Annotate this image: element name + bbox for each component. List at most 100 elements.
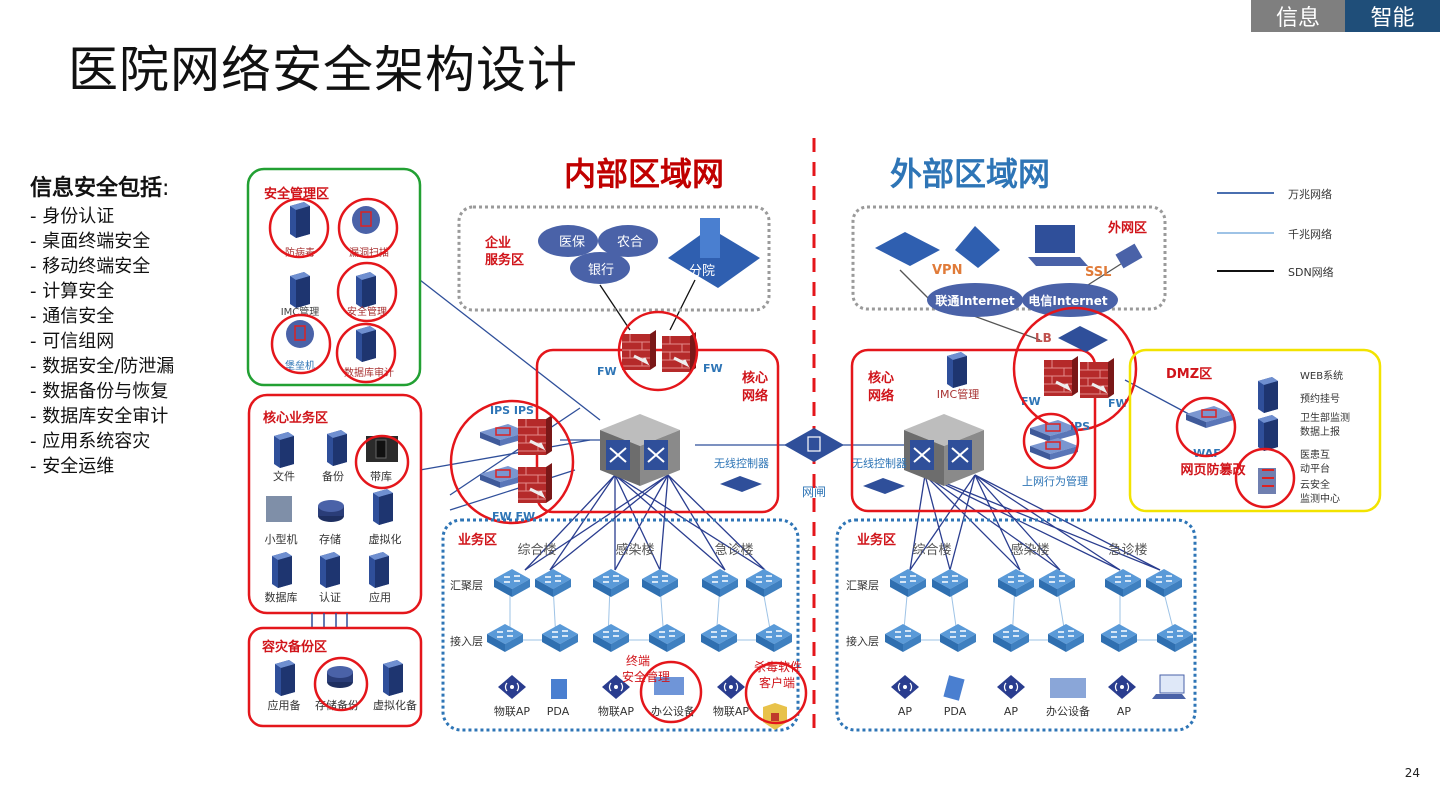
device-label: 虚拟化 [369,532,402,546]
list-item: - 数据安全/防泄漏 [30,356,175,377]
legend: 万兆网络 千兆网络 SDN网络 [1217,187,1334,279]
ssl-label: SSL [1085,265,1111,280]
list-item: - 身份认证 [30,206,115,227]
endpoint-label: 办公设备 [1046,704,1090,718]
dmz-service-label: 预约挂号 [1300,392,1340,405]
internal-network-title: 内部区域网 [564,155,724,193]
waf-label: WAF [1193,447,1221,460]
device-label: 文件 [273,469,295,483]
isp-label: 联通Internet [935,293,1014,308]
list-item: - 移动终端安全 [30,256,151,277]
gatekeeper-device: 网闸 [784,428,844,499]
load-balancer-icon [1058,326,1108,352]
endpoint-label: 物联AP [713,704,750,718]
building-label: 综合楼 [517,543,556,558]
layer-label: 汇聚层 [846,579,879,592]
cloud-label: 医保 [559,235,585,250]
endpoint-label: AP [1004,705,1019,718]
info-heading-text: 信息安全包括 [30,176,163,201]
internal-business-zone: 业务区 综合楼 感染楼 急诊楼 汇聚层 接入层 物联AP PDA 物联AP 办公… [441,518,808,732]
device-label: 小型机 [265,532,298,546]
device-label: 应用 [369,590,391,604]
enterprise-service-zone: 企业 服务区 医保 农合 银行 分院 [457,205,771,312]
dmz-service-label: 医患互 [1300,449,1330,461]
dmz-service-label: 卫生部监测 [1300,411,1350,424]
endpoint-label: AP [898,705,913,718]
zone-title: DMZ区 [1166,367,1212,382]
building-label: 急诊楼 [714,543,753,558]
lb-label: LB [1035,331,1052,345]
gatekeeper-label: 网闸 [802,485,826,499]
layer-label: 接入层 [846,635,879,648]
fw-label: FW [597,365,617,378]
info-security-list: 信息安全包括: - 身份认证 - 桌面终端安全 - 移动终端安全 - 计算安全 … [30,170,174,479]
endpoint-label: PDA [547,705,570,718]
legend-label-1g: 千兆网络 [1288,227,1332,241]
device-label: 认证 [319,591,341,604]
vpn-label: VPN [932,263,962,278]
list-item: - 计算安全 [30,281,115,302]
list-item: - 数据备份与恢复 [30,381,169,402]
building-label: 急诊楼 [1108,543,1147,558]
isp-cloud [927,283,1023,317]
device-label: 存储 [319,532,341,546]
dmz-service-label: 数据上报 [1300,425,1340,438]
layer-label: 接入层 [450,635,483,648]
tag-smart: 智能 [1345,0,1440,32]
wireless-controller-label: 无线控制器 [714,456,769,470]
zone-title-line1: 核心 [742,370,768,386]
list-item: - 可信组网 [30,331,115,352]
zone-title: 业务区 [857,532,896,548]
legend-label-sdn: SDN网络 [1288,265,1334,279]
isp-label: 电信Internet [1028,293,1107,308]
building-label: 综合楼 [912,543,951,558]
mobile-device-icon [1115,243,1143,269]
external-net-zone: 外网区 VPN SSL 联通Internet 电信Internet [851,205,1167,317]
dmz-zone: DMZ区 WAF 网页防篡改 WEB系统 预约挂号 卫生部监测 数据上报 医患互… [1128,348,1382,513]
enterprise-building-icon [875,232,940,266]
device-label: 数据库审计 [344,366,394,379]
laptop-icon [1035,225,1075,253]
isp-cloud [1022,283,1118,317]
fw-pair-label: FW FW [492,510,535,523]
page-number: 24 [1404,766,1420,780]
dmz-service-label: 动平台 [1300,462,1330,475]
printer-icon [1050,678,1086,698]
branch-label: 分院 [689,264,715,279]
behavior-mgmt-label: 上网行为管理 [1022,474,1088,488]
device-label: 堡垒机 [285,359,315,372]
device-label: 安全管理 [347,305,387,318]
endpoint-label: PDA [944,705,967,718]
list-item: - 数据库安全审计 [30,406,169,427]
security-management-zone: 安全管理区 防病毒 漏洞扫描 IMC管理 安全管理 堡垒机 数据库审计 [246,167,422,387]
zone-title: 容灾备份区 [261,639,327,655]
page-title: 医院网络安全架构设计 [68,41,578,99]
zone-title-line2: 网络 [868,388,894,404]
external-business-zone: 业务区 综合楼 感染楼 急诊楼 汇聚层 接入层 AP PDA AP 办公设备 A… [835,518,1197,732]
network-links [419,254,1201,571]
building-label: 感染楼 [615,542,654,558]
zone-title-line1: 企业 [484,235,511,251]
backup-links [311,613,348,628]
building-label: 感染楼 [1010,542,1049,558]
device-label: 带库 [370,470,392,483]
house-icon [955,226,1000,268]
endpoint-label: 办公设备 [651,704,695,718]
zone-title-line2: 网络 [742,388,768,404]
list-item: - 安全运维 [30,456,115,477]
tag-smart-label: 智能 [1370,6,1415,31]
list-item: - 桌面终端安全 [30,231,151,252]
tag-info: 信息 [1251,0,1345,32]
legend-label-10g: 万兆网络 [1288,187,1332,201]
list-item: - 应用系统容灾 [30,431,151,452]
internal-core-zone: 核心 网络 FW FW 无线控制器 IPS IPS FW FW [449,310,780,525]
endpoint-label: AP [1117,705,1132,718]
core-business-zone: 核心业务区 文件 备份 带库 小型机 存储 虚拟化 数据库 认证 应用 [247,393,423,615]
wireless-controller-label: 无线控制器 [852,456,907,470]
device-label: 应用备 [268,698,301,712]
dmz-service-label: 监测中心 [1300,492,1340,505]
external-network-title: 外部区域网 [890,155,1050,193]
cloud-label: 农合 [617,235,643,250]
tag-info-label: 信息 [1275,6,1320,31]
